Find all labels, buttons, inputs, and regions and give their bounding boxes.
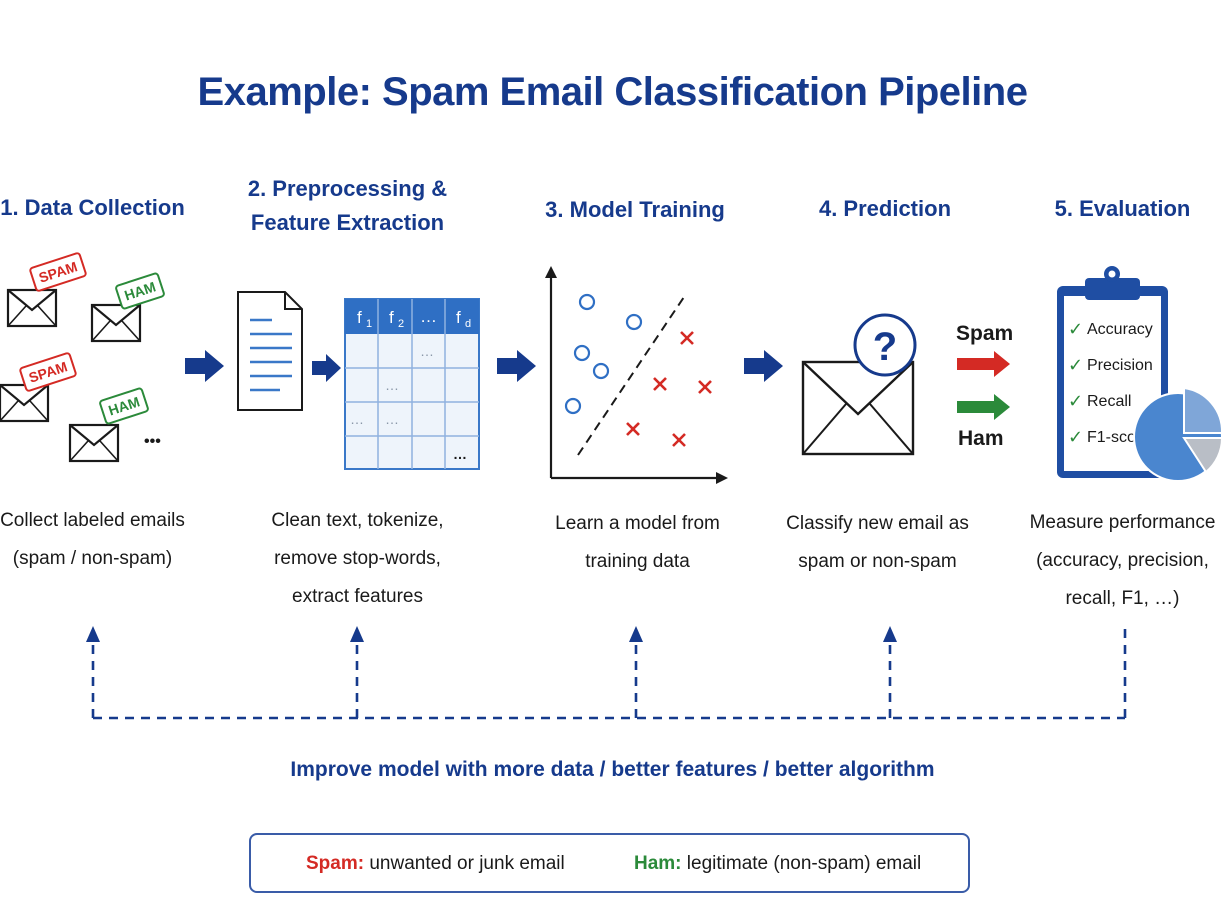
spam-arrow-icon: [957, 351, 1010, 377]
metric-accuracy: Accuracy: [1087, 321, 1153, 338]
ham-points: [564, 293, 643, 415]
step-2-desc-line: remove stop-words,: [274, 548, 441, 569]
spam-tag: SPAM: [29, 252, 87, 292]
cell-ellipsis: …: [350, 411, 364, 427]
step-2-description: Clean text, tokenize, remove stop-words,…: [245, 502, 470, 616]
check-icon: ✓: [1068, 319, 1083, 339]
step-3-title: 3. Model Training: [545, 197, 725, 222]
step-5-desc-line: recall, F1, …): [1065, 588, 1180, 609]
new-email-icon: [801, 360, 915, 456]
step-4-desc-line: Classify new email as: [786, 513, 969, 534]
arrow-right-icon: [497, 350, 536, 382]
envelope-icon: [0, 383, 50, 423]
feature-header: f: [357, 308, 362, 327]
step-1-description: Collect labeled emails (spam / non-spam): [0, 502, 185, 578]
step-5-description: Measure performance (accuracy, precision…: [1020, 504, 1225, 618]
training-scatter-plot: [545, 266, 728, 484]
step-1-desc-line: (spam / non-spam): [12, 548, 173, 569]
arrow-right-icon: [744, 350, 783, 382]
feedback-loop-label: Improve model with more data / better fe…: [290, 758, 935, 781]
feature-header: f: [456, 308, 461, 327]
metric-precision: Precision: [1087, 357, 1153, 374]
step-2-title: 2. Preprocessing & Feature Extraction: [240, 172, 455, 240]
decision-boundary: [577, 296, 685, 456]
more-emails-ellipsis: •••: [144, 433, 161, 450]
feature-header-subscript: 2: [398, 318, 404, 330]
envelope-icon: [6, 288, 58, 328]
legend-box: Spam: unwanted or junk email Ham: legiti…: [249, 833, 970, 893]
envelope-icon: [90, 303, 142, 343]
step-2-desc-line: extract features: [292, 586, 423, 607]
envelope-icon: [68, 423, 120, 463]
spam-output-label: Spam: [956, 322, 1013, 345]
ham-tag: HAM: [99, 387, 149, 425]
check-icon: ✓: [1068, 427, 1083, 447]
svg-text:?: ?: [873, 325, 897, 369]
metric-recall: Recall: [1087, 393, 1131, 410]
cell-ellipsis: …: [385, 411, 399, 427]
data-collection-icons: SPAM HAM SPAM HAM •••: [0, 252, 165, 463]
question-mark-icon: ?: [853, 313, 917, 377]
step-2-desc-line: Clean text, tokenize,: [271, 510, 444, 531]
cell-ellipsis: …: [420, 343, 434, 359]
step-4-desc-line: spam or non-spam: [798, 551, 957, 572]
cell-ellipsis: …: [385, 377, 399, 393]
feature-header: …: [420, 307, 437, 326]
up-arrow-icon: [350, 626, 364, 642]
feature-header: f: [389, 308, 394, 327]
step-3-desc-line: Learn a model from: [555, 513, 720, 534]
cell-ellipsis: …: [453, 446, 467, 462]
legend-spam-key: Spam:: [306, 853, 365, 874]
step-1-title: 1. Data Collection: [0, 195, 185, 220]
legend-ham: Ham: legitimate (non-spam) email: [634, 853, 921, 875]
feedback-loop: [91, 626, 1127, 720]
evaluation-checklist: ✓ Accuracy ✓ Precision ✓ Recall ✓ F1-sco…: [1068, 319, 1153, 447]
step-3-desc-line: training data: [585, 551, 690, 572]
document-icon: [237, 291, 303, 411]
step-4-title: 4. Prediction: [818, 196, 952, 221]
up-arrow-icon: [629, 626, 643, 642]
ham-arrow-icon: [957, 394, 1010, 420]
spam-points: [626, 331, 712, 447]
check-icon: ✓: [1068, 355, 1083, 375]
legend-ham-desc: legitimate (non-spam) email: [686, 853, 922, 874]
ham-output-label: Ham: [958, 427, 1004, 450]
feature-table: f 1 f 2 … f d … … … … …: [344, 298, 480, 470]
step-2-title-line2: Feature Extraction: [250, 210, 445, 235]
step-5-desc-line: (accuracy, precision,: [1036, 550, 1209, 571]
step-4-description: Classify new email as spam or non-spam: [775, 505, 980, 581]
step-2-title-line1: 2. Preprocessing &: [247, 176, 448, 201]
legend-ham-key: Ham:: [634, 853, 682, 874]
arrow-right-icon: [312, 354, 341, 382]
step-5-title: 5. Evaluation: [1054, 196, 1191, 221]
up-arrow-icon: [883, 626, 897, 642]
step-3-description: Learn a model from training data: [530, 505, 745, 581]
feedback-arrowheads: [86, 626, 897, 642]
feature-header-subscript: d: [465, 318, 471, 330]
step-1-desc-line: Collect labeled emails: [0, 510, 185, 531]
arrow-right-icon: [185, 350, 224, 382]
pie-chart-icon: [1133, 386, 1224, 482]
legend-spam-desc: unwanted or junk email: [369, 853, 565, 874]
check-icon: ✓: [1068, 391, 1083, 411]
up-arrow-icon: [86, 626, 100, 642]
ham-tag: HAM: [115, 272, 165, 310]
spam-tag: SPAM: [19, 352, 77, 392]
legend-spam: Spam: unwanted or junk email: [306, 853, 565, 875]
feature-header-subscript: 1: [366, 318, 372, 330]
page-title: Example: Spam Email Classification Pipel…: [197, 70, 1028, 114]
step-5-desc-line: Measure performance: [1029, 512, 1216, 533]
